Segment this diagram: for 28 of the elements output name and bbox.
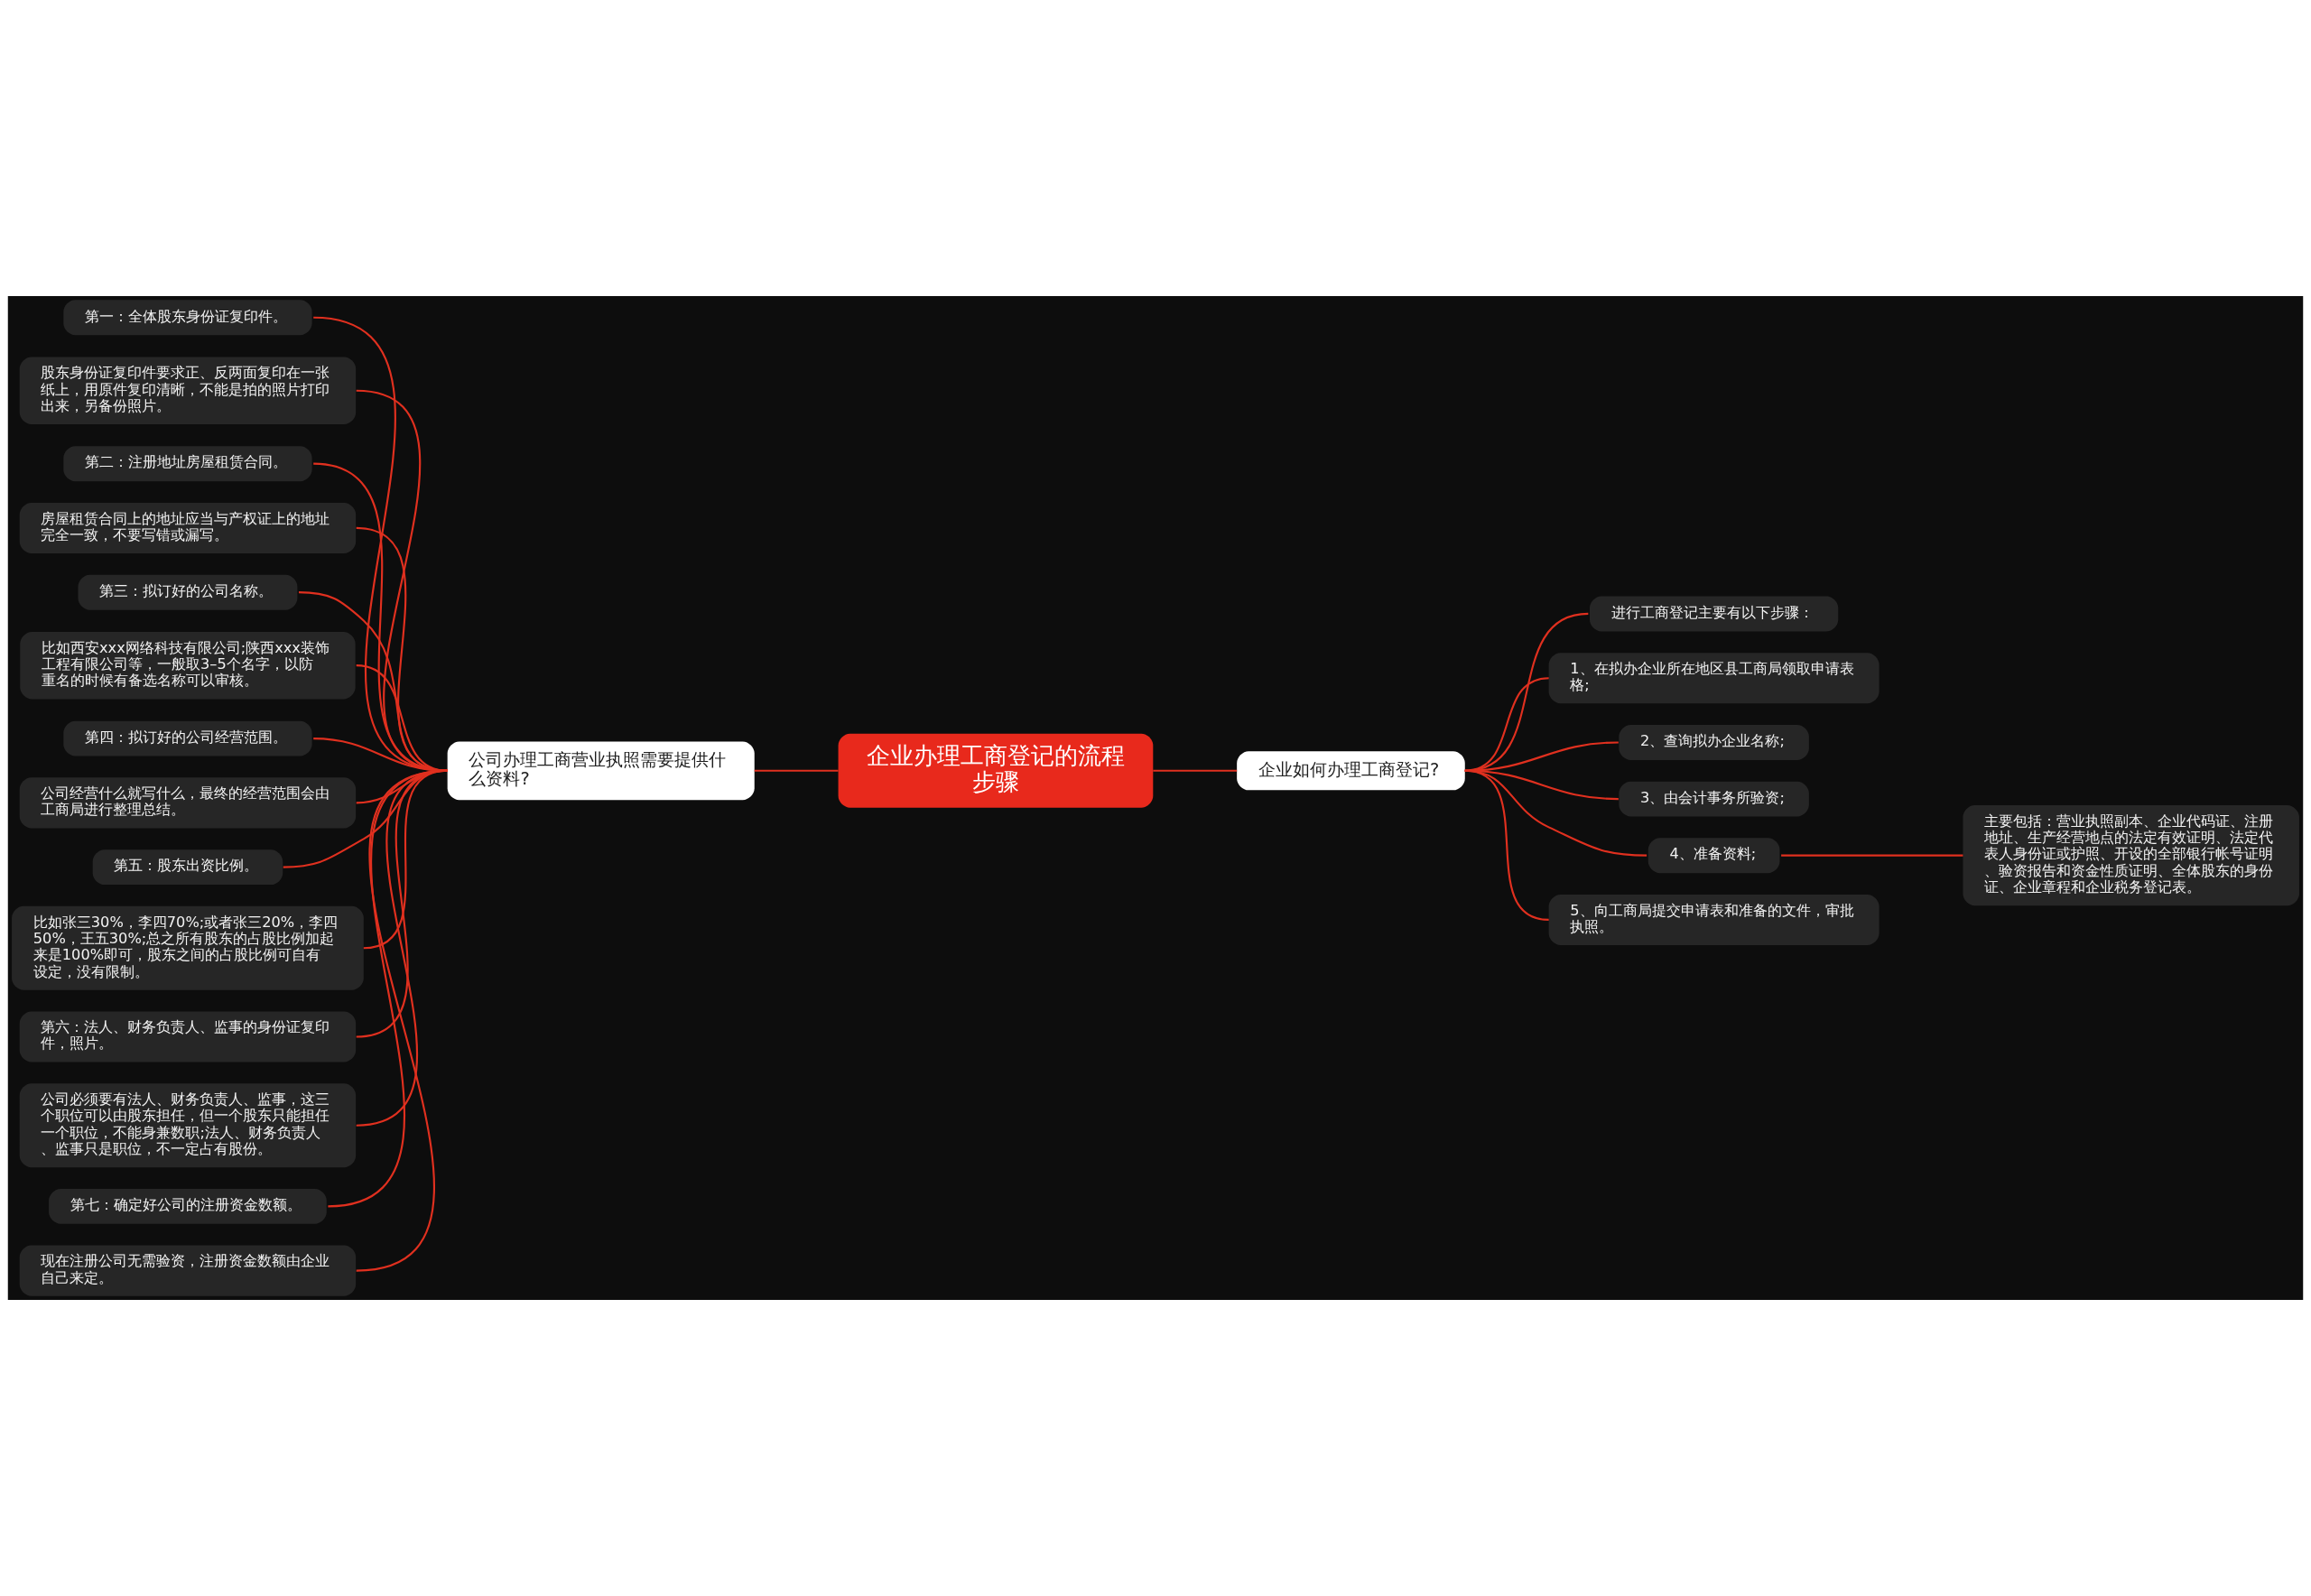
node-box: 1、在拟办企业所在地区县工商局领取申请表格;	[1548, 653, 1879, 704]
node-box: 进行工商登记主要有以下步骤：	[1589, 596, 1839, 632]
connector	[1781, 854, 1963, 857]
node-box: 第五：股东出资比例。	[92, 849, 283, 886]
node-box: 比如西安xxx网络科技有限公司;陕西xxx装饰工程有限公司等，一般取3–5个名字，以防重名的时候有备选名称可以审核。	[20, 631, 356, 700]
node-box: 公司必须要有法人、财务负责人、监事，这三个职位可以由股东担任，但一个股东只能担任一个职位，不能身兼数职;法人、财务负责人、监事只是职位，不一定占有股份。	[19, 1083, 357, 1168]
node-box: 主要包括：营业执照副本、企业代码证、注册地址、生产经营地点的法定有效证明、法定代表人身份证或护照、开设的全部银行帐号证明、验资报告和资金性质证明、全体股东的身份证、企业章程和企业税务登记表。	[1963, 805, 2299, 906]
connector	[1464, 769, 1549, 921]
node-box: 第一：全体股东身份证复印件。	[63, 300, 312, 336]
node-box: 股东身份证复印件要求正、反两面复印在一张纸上，用原件复印清晰，不能是拍的照片打印出来，另备份照片。	[19, 357, 357, 424]
connector	[1153, 769, 1238, 772]
node-box: 4、准备资料;	[1647, 838, 1780, 874]
connector	[754, 769, 839, 772]
node-box: 企业如何办理工商登记?	[1237, 751, 1465, 791]
node-box: 房屋租赁合同上的地址应当与产权证上的地址完全一致，不要写错或漏写。	[19, 502, 357, 553]
node-box: 2、查询拟办企业名称;	[1619, 725, 1809, 760]
node-box: 3、由会计事务所验资;	[1619, 781, 1809, 817]
node-box: 第二：注册地址房屋租赁合同。	[63, 446, 312, 482]
node-box: 第三：拟订好的公司名称。	[78, 574, 298, 610]
node-box: 比如张三30%，李四70%;或者张三20%，李四50%，王五30%;总之所有股东的占股比例加起来是100%即可，股东之间的占股比例可自有设定，没有限制。	[12, 905, 364, 990]
node-box: 5、向工商局提交申请表和准备的文件，审批执照。	[1548, 894, 1879, 945]
node-box: 现在注册公司无需验资，注册资金数额由企业自己来定。	[19, 1245, 357, 1296]
node-box: 第六：法人、财务负责人、监事的身份证复印件，照片。	[19, 1011, 357, 1062]
node-box: 第七：确定好公司的注册资金数额。	[49, 1188, 327, 1224]
node-box: 企业办理工商登记的流程步骤	[838, 733, 1154, 808]
node-box: 第四：拟订好的公司经营范围。	[63, 720, 312, 756]
node-box: 公司办理工商营业执照需要提供什么资料?	[447, 741, 755, 801]
node-box: 公司经营什么就写什么，最终的经营范围会由工商局进行整理总结。	[19, 777, 357, 829]
